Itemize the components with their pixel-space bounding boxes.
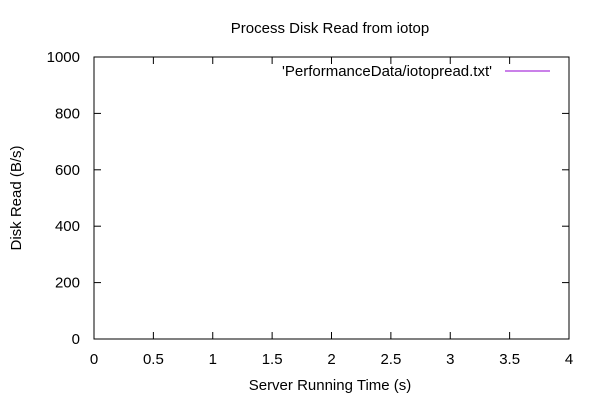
y-tick-label: 400 (55, 218, 80, 235)
y-tick-label: 200 (55, 275, 80, 292)
x-axis-label: Server Running Time (s) (249, 377, 412, 394)
chart-title: Process Disk Read from iotop (231, 20, 429, 37)
x-tick-label: 2 (327, 351, 335, 368)
legend-label: 'PerformanceData/iotopread.txt' (282, 63, 492, 80)
y-tick-label: 1000 (47, 49, 80, 66)
x-tick-label: 0.5 (143, 351, 164, 368)
y-tick-label: 0 (72, 331, 80, 348)
x-tick-label: 3.5 (499, 351, 520, 368)
x-tick-label: 1 (209, 351, 217, 368)
plot-frame (93, 56, 570, 340)
x-axis-ticks: 0 0.5 1 1.5 2 2.5 3 3.5 4 (90, 57, 573, 368)
x-tick-label: 3 (446, 351, 454, 368)
y-tick-label: 800 (55, 105, 80, 122)
x-tick-label: 2.5 (380, 351, 401, 368)
y-axis-label: Disk Read (B/s) (8, 145, 25, 250)
y-axis-ticks: 0 200 400 600 800 1000 (47, 49, 569, 348)
y-tick-label: 600 (55, 162, 80, 179)
x-tick-label: 1.5 (262, 351, 283, 368)
x-tick-label: 4 (565, 351, 573, 368)
x-tick-label: 0 (90, 351, 98, 368)
